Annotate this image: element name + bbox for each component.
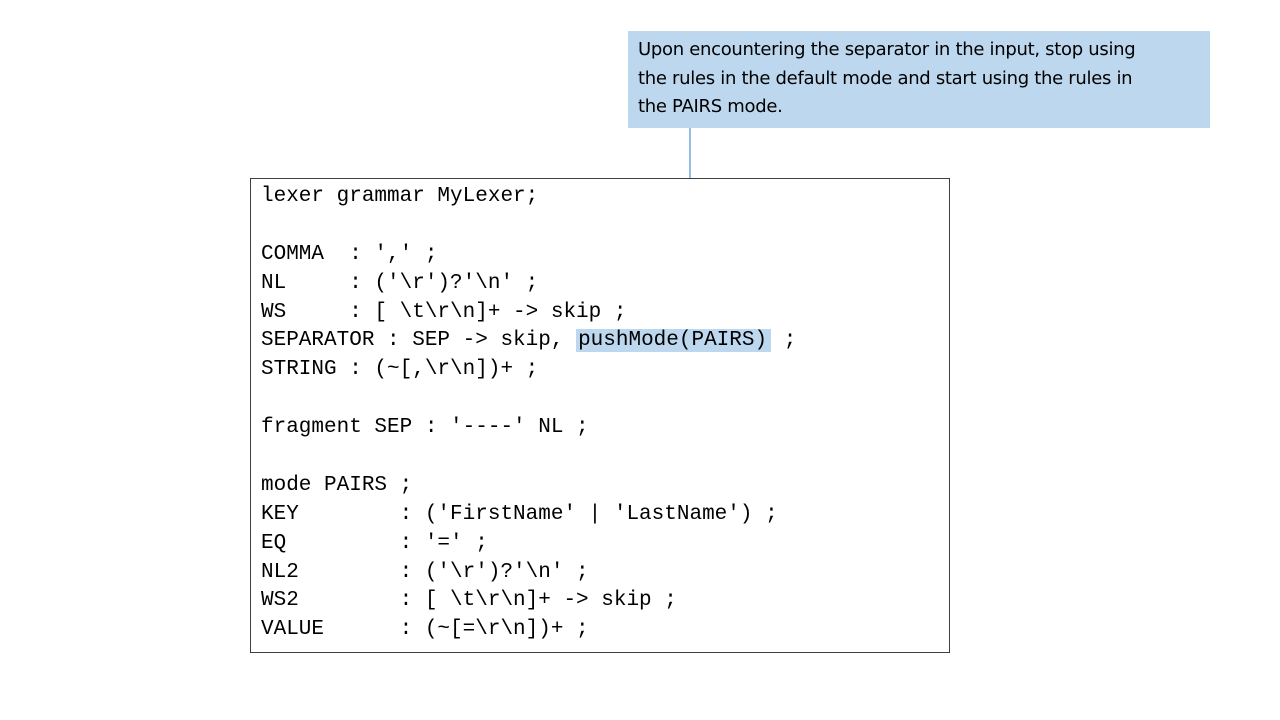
code-line: STRING : (~[,\r\n])+ ; xyxy=(261,358,539,382)
lexer-grammar-code-block: lexer grammar MyLexer; COMMA : ',' ; NL … xyxy=(250,178,950,653)
code-line: KEY : ('FirstName' | 'LastName') ; xyxy=(261,502,778,526)
annotation-callout: Upon encountering the separator in the i… xyxy=(628,31,1210,128)
callout-line: Upon encountering the separator in the i… xyxy=(638,39,1136,60)
code-line: VALUE : (~[=\r\n])+ ; xyxy=(261,618,589,642)
code-text: ; xyxy=(771,329,797,353)
code-line: mode PAIRS ; xyxy=(261,473,413,497)
code-text: SEPARATOR : SEP -> skip, xyxy=(261,329,577,353)
code-line xyxy=(261,212,949,241)
code-line: lexer grammar MyLexer; xyxy=(261,185,539,208)
code-line xyxy=(261,385,949,414)
callout-line: the rules in the default mode and start … xyxy=(638,67,1133,89)
callout-line: the PAIRS mode. xyxy=(638,96,783,117)
code-line: WS2 : [ \t\r\n]+ -> skip ; xyxy=(261,589,677,613)
code-line xyxy=(261,443,949,472)
code-line: EQ : '=' ; xyxy=(261,531,488,555)
code-line: WS : [ \t\r\n]+ -> skip ; xyxy=(261,300,627,324)
code-line-separator: SEPARATOR : SEP -> skip, pushMode(PAIRS)… xyxy=(261,327,949,356)
code-line: NL : ('\r')?'\n' ; xyxy=(261,271,539,295)
highlighted-pushmode: pushMode(PAIRS) xyxy=(576,329,772,353)
code-line: COMMA : ',' ; xyxy=(261,242,438,266)
code-line: fragment SEP : '----' NL ; xyxy=(261,416,589,440)
code-line: NL2 : ('\r')?'\n' ; xyxy=(261,560,589,584)
